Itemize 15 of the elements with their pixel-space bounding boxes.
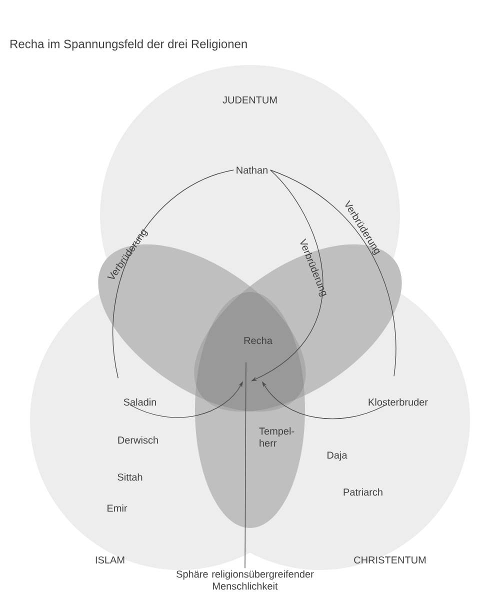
name-label: Sphäre religionsübergreifender Menschlichkeit: [176, 570, 314, 590]
label: Tempel-herr: [259, 427, 294, 447]
name-label: Klosterbruder: [368, 398, 428, 406]
label: ISLAM: [96, 556, 124, 564]
label: Derwisch: [118, 436, 158, 444]
label: Emir: [108, 504, 128, 512]
label: JUDENTUM: [222, 96, 277, 104]
title: Recha im Spannungsfeld der drei Religionen: [10, 39, 247, 51]
label: CHRISTENTUM: [354, 556, 426, 564]
name-label: Saladin: [124, 398, 156, 406]
name-label: Recha: [244, 336, 272, 344]
label: Sittah: [118, 473, 142, 481]
name-label: Nathan: [236, 166, 268, 174]
label: Patriarch: [344, 488, 382, 496]
label: Daja: [328, 451, 348, 461]
